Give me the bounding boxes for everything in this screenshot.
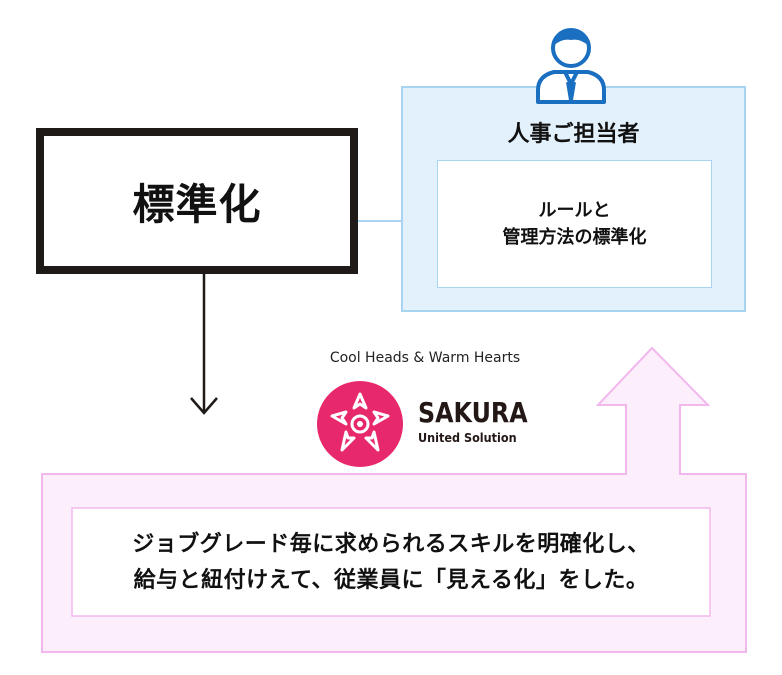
result-line-1: ジョブグレード毎に求められるスキルを明確化し、 [132,530,650,557]
standardization-box: 標準化 [36,128,358,274]
standardization-label: 標準化 [132,179,262,229]
hr-panel: 人事ご担当者 ルールと 管理方法の標準化 [401,86,746,312]
sakura-logo-subtitle: United Solution [418,430,517,445]
hr-inner-line-2: 管理方法の標準化 [502,227,647,248]
person-icon [536,28,606,104]
sakura-flower-icon [317,381,403,467]
hr-inner-box: ルールと 管理方法の標準化 [437,160,712,288]
result-text: ジョブグレード毎に求められるスキルを明確化し、 給与と紐付けえて、従業員に「見え… [72,508,710,616]
hr-inner-line-1: ルールと [538,200,611,221]
tagline: Cool Heads & Warm Hearts [329,350,521,366]
result-text-box [71,507,711,617]
sakura-logo-name: SAKURA [418,396,528,429]
down-arrow-icon [190,274,218,415]
hr-title: 人事ご担当者 [507,122,640,147]
result-line-2: 給与と紐付けえて、従業員に「見える化」をした。 [133,567,649,593]
